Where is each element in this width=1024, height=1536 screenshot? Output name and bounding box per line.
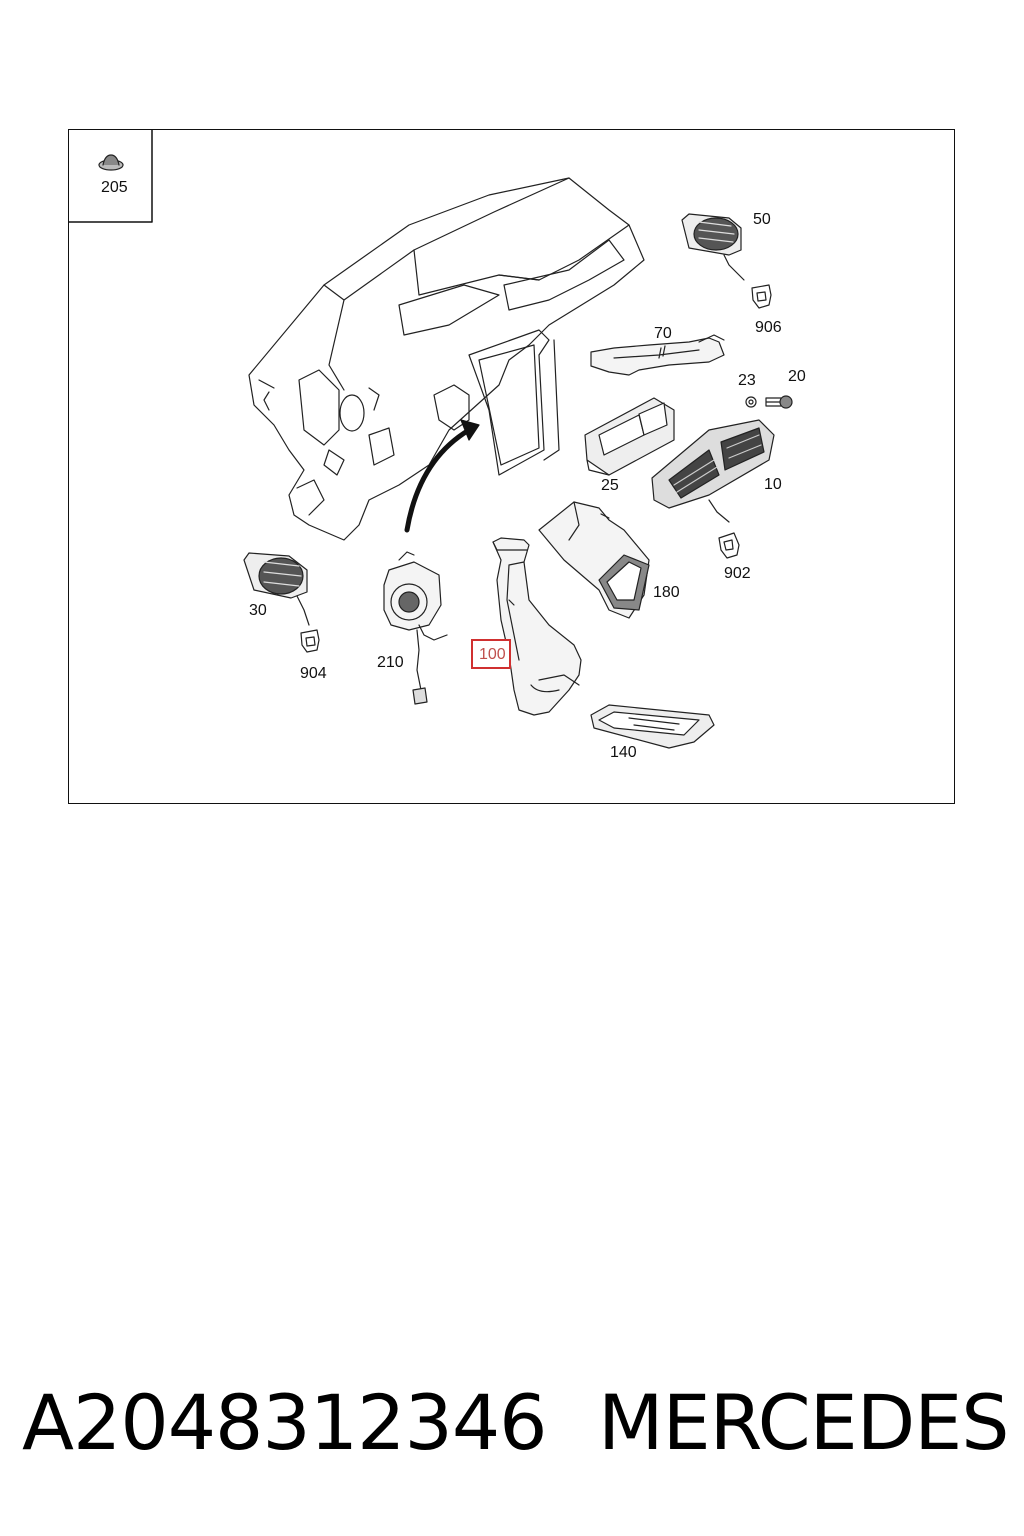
exploded-view-drawing (69, 130, 793, 749)
duct-100-icon (492, 537, 582, 716)
brand-name: MERCEDES (598, 1378, 1009, 1467)
callout-210: 210 (377, 654, 404, 671)
blower-210-icon (383, 551, 448, 705)
vent-channel-140-icon (590, 704, 715, 749)
part-number: A2048312346 (22, 1378, 548, 1467)
connector-902-icon (718, 532, 740, 559)
callout-904: 904 (300, 665, 327, 682)
duct-180-icon (538, 501, 650, 619)
clip-205-icon (98, 154, 124, 171)
callout-140: 140 (610, 744, 637, 761)
vent-frame-25-icon (584, 397, 675, 476)
parts-diagram: 205 50 906 70 23 20 25 10 902 180 30 904… (68, 129, 955, 804)
callout-50: 50 (753, 211, 771, 228)
inset-box (69, 130, 153, 223)
caption: A2048312346 MERCEDES (22, 1378, 1012, 1468)
callout-30: 30 (249, 602, 267, 619)
washer-23-icon (745, 396, 757, 408)
install-arrow-icon (404, 419, 480, 533)
callout-25: 25 (601, 477, 619, 494)
vent-50-icon (681, 213, 745, 281)
duct-70-icon (590, 334, 725, 376)
callout-902: 902 (724, 565, 751, 582)
callout-70: 70 (654, 325, 672, 342)
callout-20: 20 (788, 368, 806, 385)
dashboard-icon (248, 177, 645, 541)
vent-30-icon (243, 552, 310, 626)
connector-904-icon (300, 629, 320, 653)
connector-906-icon (751, 284, 772, 309)
callout-100-highlighted: 100 (471, 639, 511, 669)
callout-906: 906 (755, 319, 782, 336)
callout-205: 205 (101, 179, 128, 196)
callout-10: 10 (764, 476, 782, 493)
screw-20-icon (765, 395, 793, 409)
center-vent-10-icon (651, 419, 775, 523)
callout-180: 180 (653, 584, 680, 601)
callout-23: 23 (738, 372, 756, 389)
